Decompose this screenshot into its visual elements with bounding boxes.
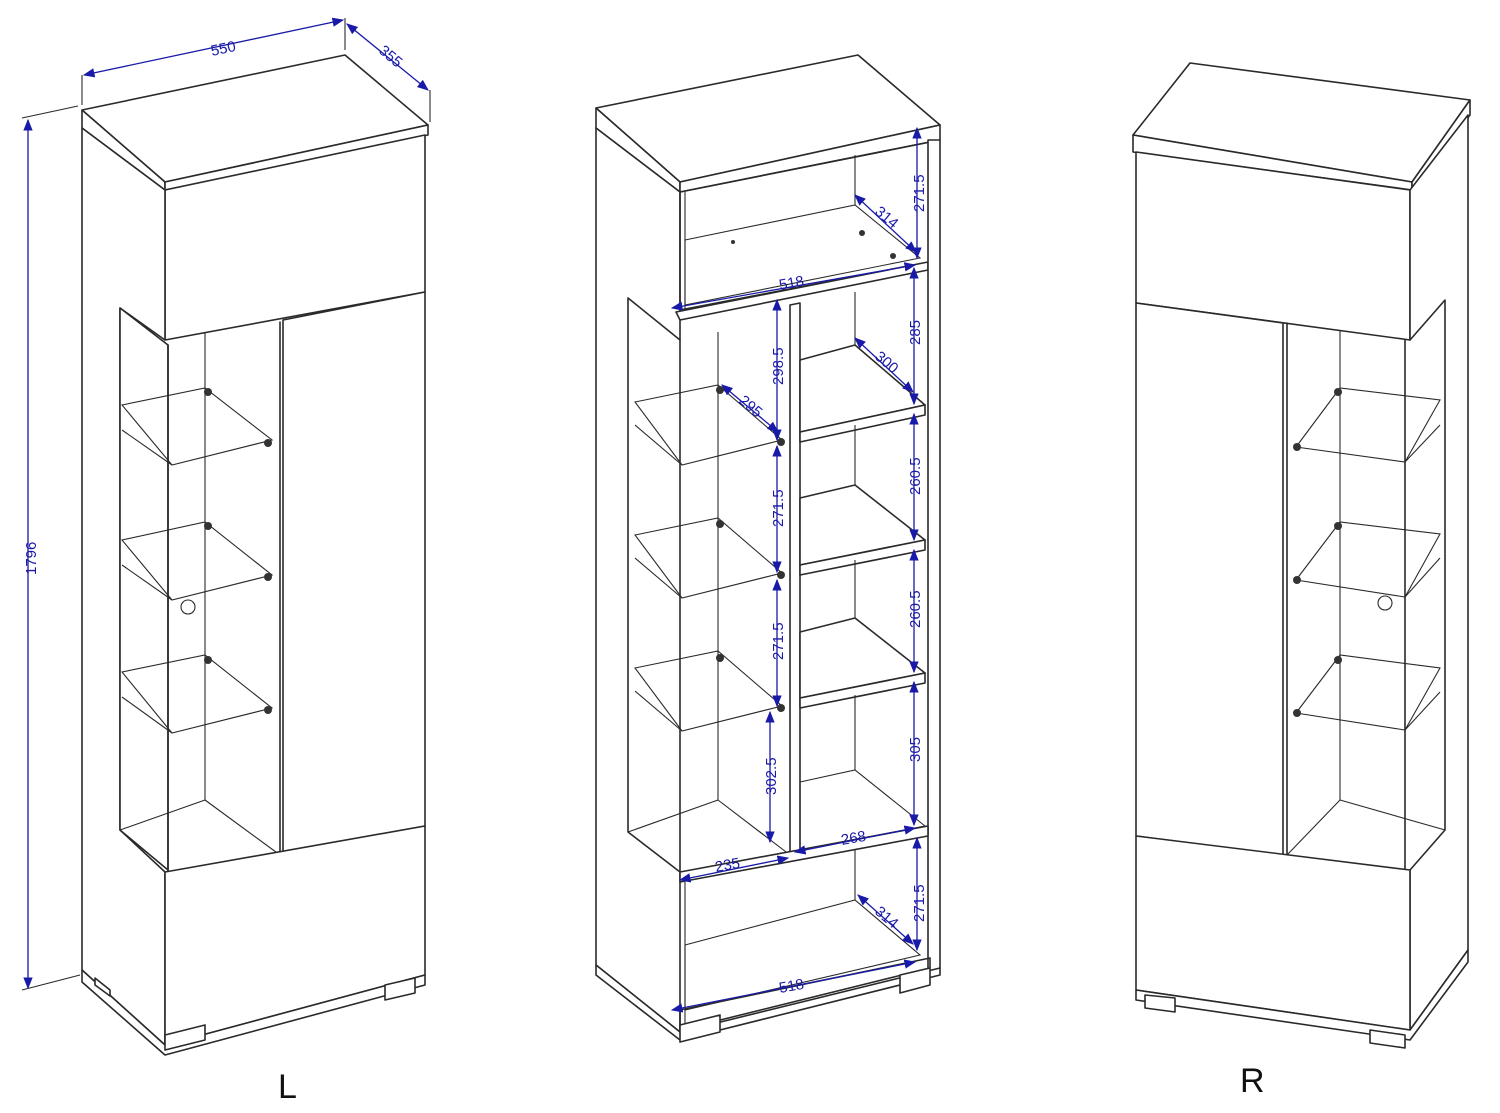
dim-bottom-niche-width: 518 (778, 976, 806, 997)
dim-left-shelf-depth: 295 (735, 392, 765, 421)
dim-top-niche-width: 518 (778, 273, 806, 294)
cabinet-middle (595, 54, 941, 1043)
dim-right-shelf-3: 260.5 (907, 590, 924, 628)
dim-left-inner-width: 235 (714, 855, 742, 876)
caption-left: L (278, 1068, 297, 1106)
dim-bottom-niche-height: 271.5 (911, 884, 928, 922)
dim-width-line (82, 17, 345, 78)
dim-left-shelf-2: 271.5 (770, 489, 787, 527)
dim-right-shelf-1: 285 (907, 320, 924, 345)
dim-height-label: 1796 (23, 542, 40, 575)
dim-right-shelf-4: 305 (907, 737, 924, 762)
cabinet-right (1132, 62, 1471, 1049)
middle-side-panel (595, 127, 681, 1033)
cabinet-left (81, 54, 429, 1056)
right-glass-shelf-3 (1295, 654, 1441, 731)
dim-depth-line (346, 23, 429, 91)
right-glass-shelf-2 (1295, 521, 1441, 598)
dim-left-shelf-1: 298.5 (770, 347, 787, 385)
left-glass-shelf-2 (120, 521, 274, 601)
dim-depth-label: 355 (375, 42, 405, 71)
dim-right-shelf-2: 260.5 (907, 457, 924, 495)
right-lock-icon (1377, 595, 1393, 611)
left-glass-shelf-3 (120, 654, 274, 734)
left-lock-icon (180, 599, 196, 615)
dim-bottom-niche-depth: 314 (871, 903, 901, 932)
right-glass-shelf-1 (1295, 387, 1441, 463)
caption-right: R (1240, 1062, 1265, 1100)
dim-top-niche-height: 271.5 (911, 174, 928, 212)
middle-divider (789, 302, 801, 859)
right-solid-door (1135, 302, 1284, 856)
dim-left-shelf-4: 302.5 (763, 757, 780, 795)
left-glass-shelf-1 (120, 387, 274, 466)
dim-left-shelf-3: 271.5 (770, 622, 787, 660)
left-solid-door (282, 291, 426, 853)
dim-width-label: 550 (209, 38, 237, 60)
left-dimensions: 550 355 1796 (21, 17, 431, 991)
dim-right-inner-width: 268 (840, 828, 868, 849)
dim-top-niche-depth: 314 (871, 203, 901, 232)
